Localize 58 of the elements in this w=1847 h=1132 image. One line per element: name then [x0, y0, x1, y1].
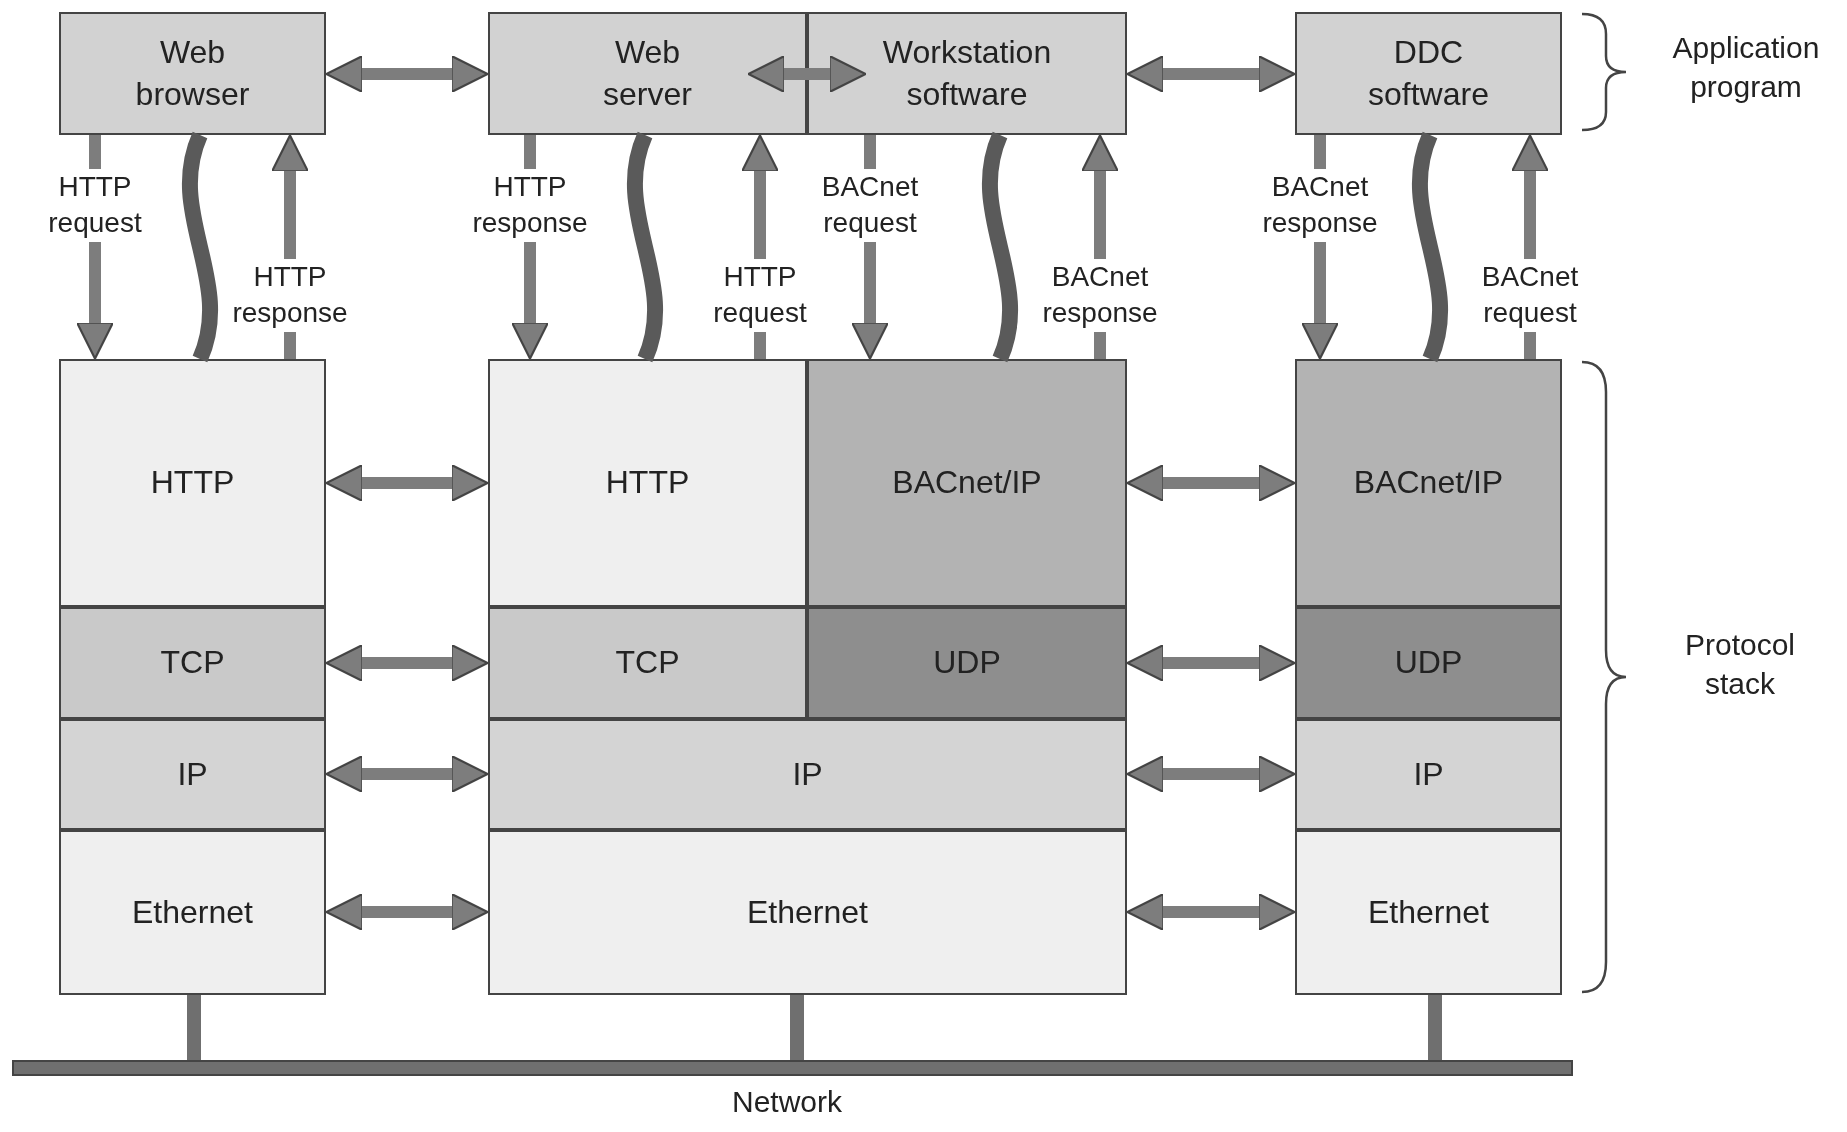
double-arrow — [325, 892, 489, 932]
node-text: HTTP — [150, 463, 235, 503]
application-box — [1295, 12, 1562, 135]
protocol-layer-box — [1295, 359, 1562, 607]
double-arrow — [325, 463, 489, 503]
node-text: Workstation software — [881, 32, 1053, 114]
connector-line — [790, 995, 804, 1060]
node-text: Ethernet — [747, 892, 868, 932]
wavy-connector — [982, 132, 1018, 362]
protocol-layer-box — [59, 359, 326, 607]
double-arrow — [1126, 54, 1296, 94]
application-box — [488, 12, 807, 135]
wavy-connector — [627, 132, 663, 362]
node-caption: Network — [732, 1084, 843, 1120]
double-arrow — [1126, 463, 1296, 503]
node-text: IP — [792, 754, 823, 794]
node-text: BACnet/IP — [1353, 463, 1504, 503]
double-arrow — [325, 643, 489, 683]
network-bus — [12, 1060, 1573, 1076]
double-arrow — [1126, 754, 1296, 794]
node-text: Web browser — [134, 32, 251, 114]
node-text: UDP — [933, 643, 1001, 683]
protocol-layer-box — [488, 719, 1127, 830]
node-text: UDP — [1394, 643, 1463, 683]
protocol-layer-box — [59, 607, 326, 719]
application-box — [807, 12, 1127, 135]
double-arrow — [325, 54, 489, 94]
protocol-layer-box — [807, 359, 1127, 607]
node-text: Web server — [602, 32, 693, 114]
node-text: Ethernet — [1368, 892, 1489, 932]
node-text: TCP — [160, 643, 225, 683]
double-arrow — [1126, 892, 1296, 932]
node-text: HTTP — [605, 463, 690, 503]
protocol-layer-box — [59, 830, 326, 995]
protocol-layer-box — [1295, 607, 1562, 719]
protocol-layer-box — [1295, 719, 1562, 830]
node-text: IP — [177, 754, 208, 794]
node-text: Ethernet — [132, 892, 253, 932]
application-box — [59, 12, 326, 135]
node-text: IP — [1413, 754, 1444, 794]
double-arrow — [747, 54, 867, 94]
brace-label: Protocol stack — [1683, 627, 1797, 702]
brace-label: Application program — [1671, 30, 1821, 105]
double-arrow — [325, 754, 489, 794]
protocol-layer-box — [807, 607, 1127, 719]
protocol-layer-box — [59, 719, 326, 830]
node-text: BACnet/IP — [892, 463, 1042, 503]
double-arrow — [1126, 643, 1296, 683]
protocol-layer-box — [1295, 830, 1562, 995]
wavy-connector — [1412, 132, 1448, 362]
node-text: TCP — [615, 643, 680, 683]
protocol-layer-box — [488, 830, 1127, 995]
protocol-layer-box — [488, 607, 807, 719]
wavy-connector — [182, 132, 218, 362]
protocol-layer-box — [488, 359, 807, 607]
node-text: DDC software — [1367, 32, 1490, 114]
connector-line — [187, 995, 201, 1060]
connector-line — [1428, 995, 1442, 1060]
